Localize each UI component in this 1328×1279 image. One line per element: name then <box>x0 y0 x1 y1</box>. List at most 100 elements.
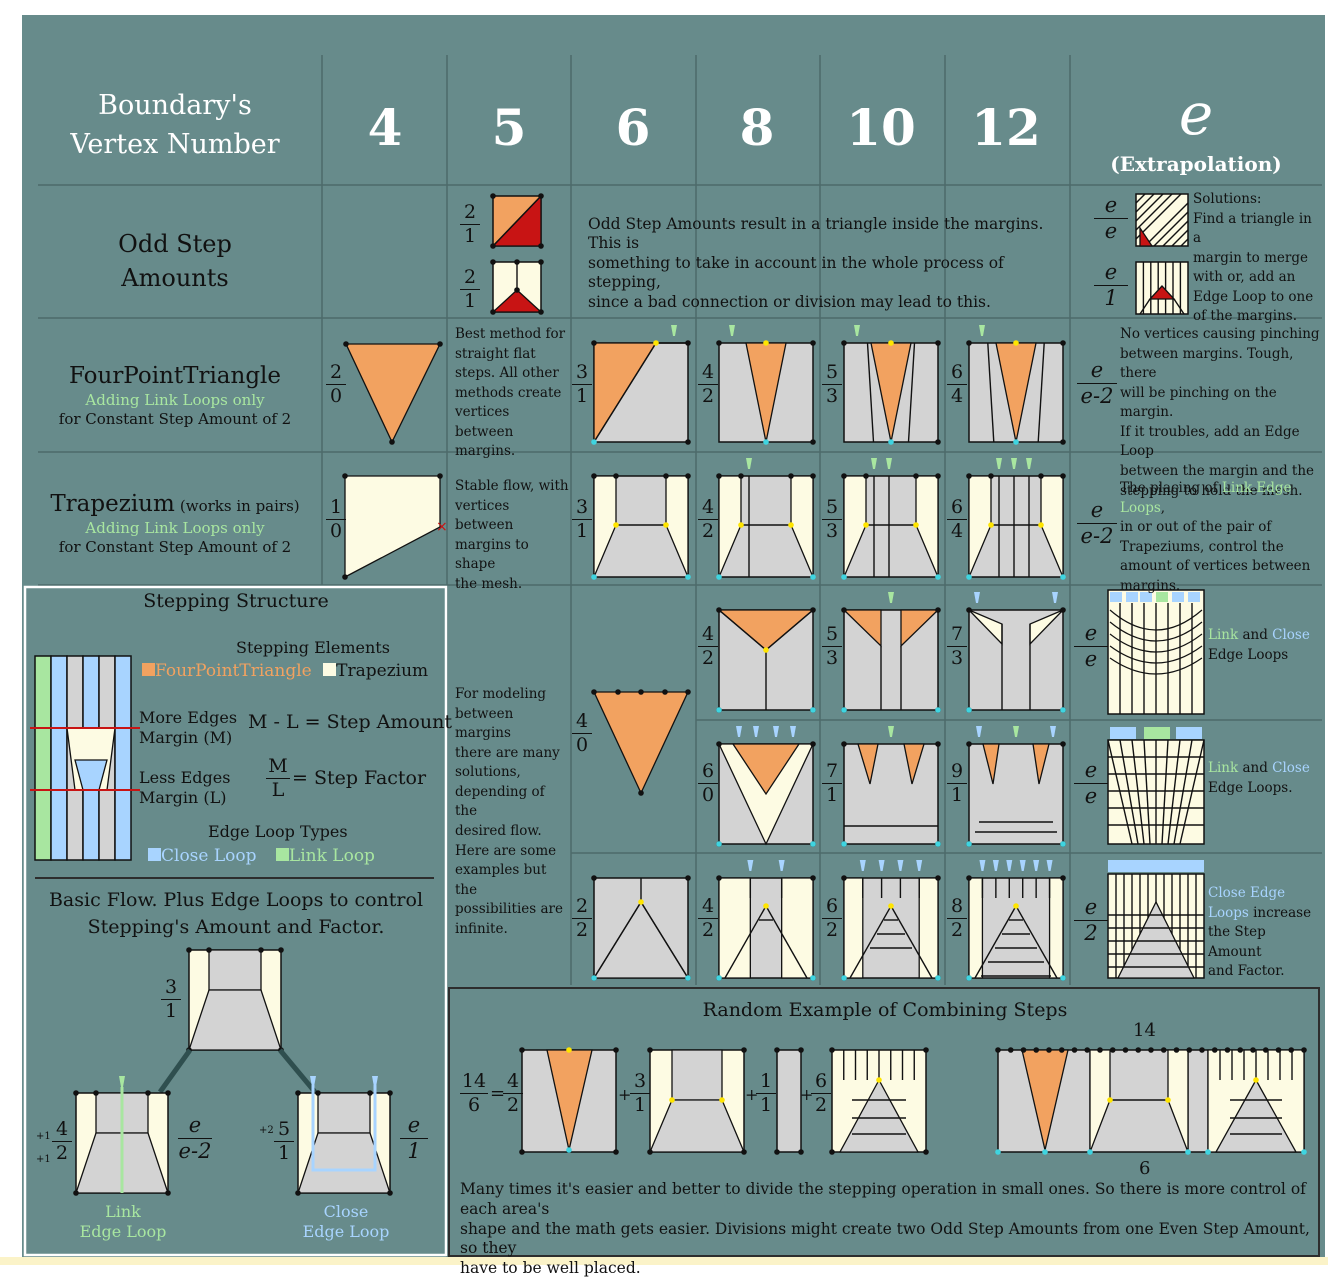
vertex-dot <box>490 309 496 315</box>
column-header-10: 10 <box>846 98 916 157</box>
r3-close-1: Close Edge <box>1208 885 1286 901</box>
loop-chip-icon <box>1110 592 1122 602</box>
vertex-dot <box>186 947 192 953</box>
vertex-dot <box>810 975 816 981</box>
vertex-dot <box>1042 1149 1048 1155</box>
vertex-dot <box>888 439 894 445</box>
edge-line <box>593 342 657 443</box>
vertex-dot <box>1060 439 1066 445</box>
frac-den: 0 <box>701 784 715 806</box>
vertex-dot <box>935 439 941 445</box>
r2-and: and <box>1238 760 1273 776</box>
vertex-dot <box>1007 1047 1014 1053</box>
frac-den: 4 <box>950 520 964 542</box>
random-top-number: 14 <box>1133 1020 1156 1041</box>
vertex-dot <box>1211 1047 1218 1053</box>
basic-face <box>317 1092 371 1134</box>
vertex-dot <box>615 689 621 695</box>
vertex-dot <box>685 875 691 881</box>
vertex-dot <box>1060 473 1066 479</box>
sol-5: Edge Loop to one <box>1193 288 1314 305</box>
vertex-dot <box>829 1149 835 1155</box>
loop-marker-icon <box>974 592 980 603</box>
vertex-dot <box>913 473 919 479</box>
vertex-dot <box>935 607 941 613</box>
trap-description: Stable flow, with vertices between margi… <box>455 477 570 594</box>
vertex-dot <box>669 1097 675 1103</box>
r2-close: Close <box>1272 760 1310 776</box>
trape-1: The placing of Link Edge Loops, <box>1120 479 1325 518</box>
frac-num: e <box>1077 500 1117 524</box>
vertex-dot <box>1071 1047 1078 1053</box>
vertex-dot <box>1060 707 1066 713</box>
vertex-dot <box>716 875 722 881</box>
frac-num: 4 <box>52 1120 72 1142</box>
column-header-5: 5 <box>491 98 527 157</box>
loop-marker-icon <box>916 860 923 871</box>
trap-sub2: for Constant Step Amount of 2 <box>58 537 292 556</box>
odd-step-description: Odd Step Amounts result in a triangle in… <box>588 215 1058 312</box>
vertex-dot <box>841 741 847 747</box>
vertex-dot <box>913 522 919 528</box>
frac-den: 1 <box>825 784 839 806</box>
r2-link: Link <box>1208 760 1239 776</box>
vertex-dot <box>876 1077 882 1083</box>
frac-num: 14 <box>460 1070 488 1094</box>
column-header-4: 4 <box>367 98 403 157</box>
rand-face <box>671 1049 723 1101</box>
step-factor-equation: = Step Factor <box>292 767 427 789</box>
vertex-dot <box>437 341 443 347</box>
flow-connector <box>278 1048 317 1094</box>
edge-line <box>1180 238 1189 247</box>
loop-marker-icon <box>1046 860 1053 871</box>
rand-2: shape and the math gets easier. Division… <box>460 1219 1310 1258</box>
vertex-dot <box>1135 1047 1142 1053</box>
loop-marker-icon <box>1033 860 1040 871</box>
frac-num: 3 <box>161 978 181 1000</box>
odd-red-triangle <box>1139 225 1154 247</box>
frac-num: 6 <box>811 1072 831 1094</box>
loop-marker-icon <box>372 1076 378 1087</box>
vertex-dot <box>490 259 496 265</box>
frac-num: 6 <box>822 897 842 919</box>
frac-num: 9 <box>947 762 967 784</box>
frac-num: M <box>266 757 290 779</box>
edge-line <box>907 342 916 443</box>
r1-link: Link <box>1208 627 1239 643</box>
mod-8: examples but the <box>455 862 547 898</box>
fpte-1: No vertices causing pinching <box>1120 326 1320 342</box>
vertex-dot <box>810 841 816 847</box>
vertex-dot <box>278 947 284 953</box>
vertex-dot <box>591 975 597 981</box>
column-header-8: 8 <box>739 98 775 157</box>
frac-num: e <box>1094 195 1128 219</box>
legend-fpt: FourPointTriangle Trapezium <box>142 661 428 682</box>
more-1: More Edges <box>139 708 238 727</box>
vertex-dot <box>315 1090 321 1096</box>
vertex-dot <box>923 1149 929 1155</box>
vertex-dot <box>519 1047 525 1053</box>
basic-left-plus: +1 +1 <box>36 1125 51 1171</box>
vertex-dot <box>935 841 941 847</box>
vertex-dot <box>258 947 264 953</box>
vertex-dot <box>966 574 972 580</box>
vertex-dot <box>841 574 847 580</box>
vertex-dot <box>1060 607 1066 613</box>
frac-den: e-2 <box>1080 384 1114 408</box>
loop-column <box>114 655 132 861</box>
legend-fpt-swatch <box>142 663 155 676</box>
frac-num: 7 <box>822 762 842 784</box>
vertex-dot <box>538 309 544 315</box>
frac-num: 6 <box>947 363 967 385</box>
vertex-dot <box>716 741 722 747</box>
trap-title-line: Trapezium (works in pairs) <box>45 490 305 519</box>
